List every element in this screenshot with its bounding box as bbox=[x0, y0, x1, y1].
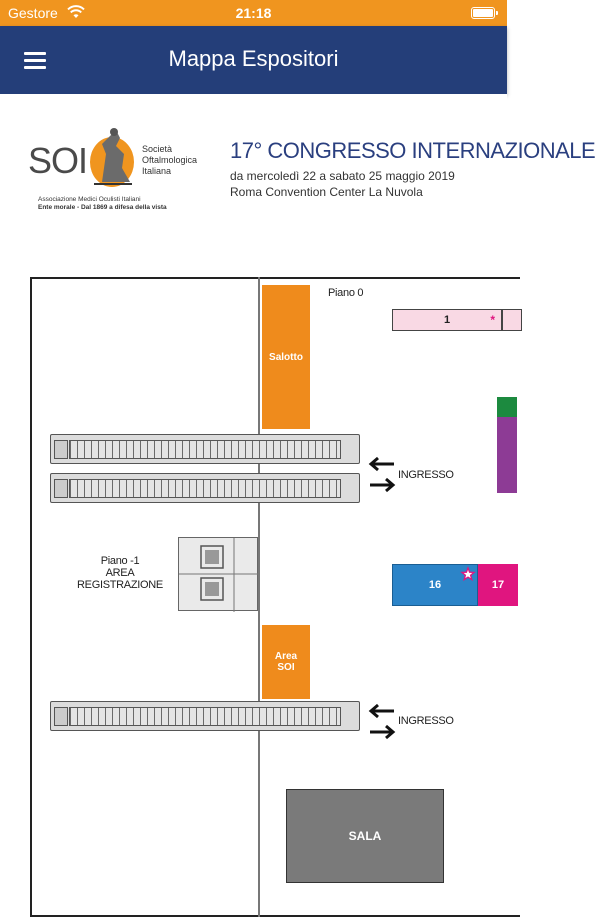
wifi-icon bbox=[67, 5, 85, 22]
registration-desk bbox=[178, 537, 259, 612]
congress-venue: Roma Convention Center La Nuvola bbox=[230, 185, 423, 199]
stand-16-label: 16 bbox=[428, 579, 442, 591]
stand-16[interactable]: 16 bbox=[392, 564, 478, 606]
stand-1-extension[interactable] bbox=[502, 309, 522, 331]
congress-dates: da mercoledì 22 a sabato 25 maggio 2019 bbox=[230, 169, 455, 183]
status-time: 21:18 bbox=[235, 5, 272, 21]
stand-1[interactable]: 1 * bbox=[392, 309, 502, 331]
soi-association-text: Associazione Medici Oculisti Italiani En… bbox=[38, 196, 167, 211]
congress-title: 17° CONGRESSO INTERNAZIONALE bbox=[230, 138, 595, 163]
soi-emblem-icon bbox=[90, 128, 134, 187]
floor-label-piano-0: Piano 0 bbox=[328, 287, 364, 299]
exhibitor-map-view[interactable]: SOI Società Oftalmologica Italiana Assoc… bbox=[0, 94, 595, 917]
floor-map[interactable]: Piano 0 Salotto INGRESSO Piano -1 AREA R… bbox=[30, 277, 522, 917]
congress-heading: 17° CONGRESSO INTERNAZIONALE da mercoled… bbox=[230, 138, 595, 199]
escalator-top-1 bbox=[50, 434, 360, 464]
entrance-arrows-icon bbox=[368, 703, 396, 740]
sala-room[interactable]: SALA bbox=[286, 789, 444, 883]
stand-17[interactable]: 17 bbox=[478, 564, 518, 606]
entrance-arrows-icon bbox=[368, 456, 396, 493]
salotto-label: Salotto bbox=[269, 351, 303, 363]
escalator-top-2 bbox=[50, 473, 360, 503]
sala-label: SALA bbox=[348, 829, 382, 843]
entrance-label-1: INGRESSO bbox=[398, 469, 454, 481]
soi-logo: SOI Società Oftalmologica Italiana Assoc… bbox=[26, 118, 216, 211]
battery-icon bbox=[471, 7, 498, 19]
entrance-label-2: INGRESSO bbox=[398, 715, 454, 727]
escalator-bottom bbox=[50, 701, 360, 731]
navigation-bar: Mappa Espositori bbox=[0, 26, 507, 94]
stand-1-label: 1 bbox=[443, 314, 451, 326]
map-divider-line bbox=[258, 277, 260, 917]
map-border bbox=[30, 277, 520, 917]
salotto-area[interactable]: Salotto bbox=[262, 285, 310, 429]
stand-green[interactable] bbox=[497, 397, 517, 417]
registration-area-label: Piano -1 AREA REGISTRAZIONE bbox=[77, 555, 163, 591]
carrier-label: Gestore bbox=[8, 5, 58, 21]
star-icon: * bbox=[490, 313, 495, 327]
soi-society-name: Società Oftalmologica Italiana bbox=[142, 144, 198, 176]
stand-17-label: 17 bbox=[491, 579, 505, 591]
page-title: Mappa Espositori bbox=[168, 46, 339, 71]
status-bar: Gestore 21:18 bbox=[0, 0, 507, 26]
stand-purple[interactable] bbox=[497, 417, 517, 493]
menu-button[interactable] bbox=[14, 46, 54, 76]
soi-acronym: SOI bbox=[28, 140, 88, 181]
star-icon bbox=[460, 566, 476, 582]
